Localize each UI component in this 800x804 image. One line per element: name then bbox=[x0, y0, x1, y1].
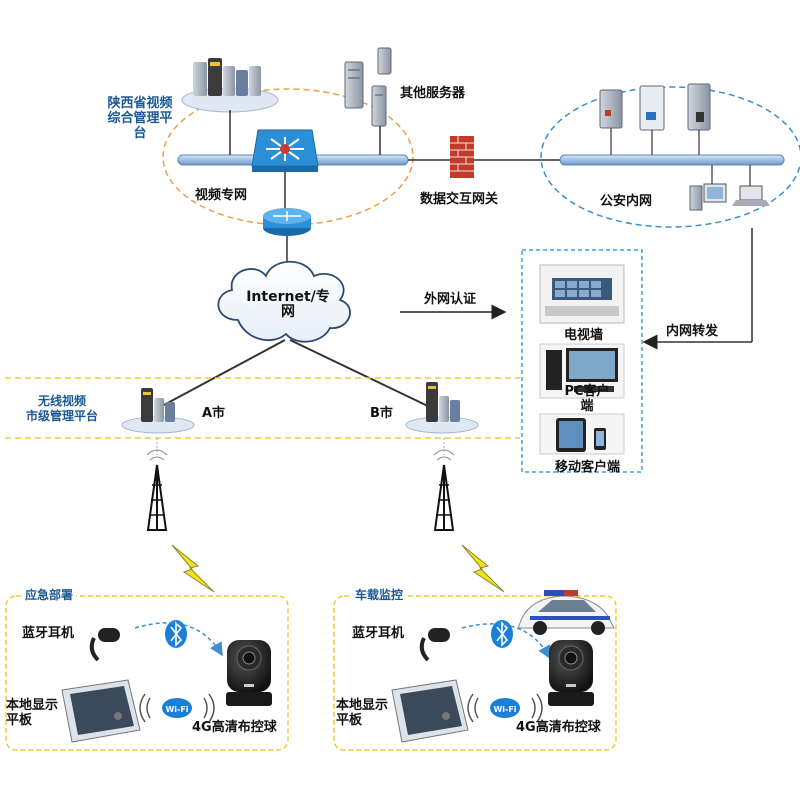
camera-4g-b-label: 4G高清布控球 bbox=[516, 720, 601, 735]
wifi-b-icon: Wi-Fi bbox=[467, 693, 543, 723]
other-servers-label: 其他服务器 bbox=[400, 86, 466, 101]
city-b-servers-icon bbox=[405, 382, 479, 434]
headset-b-icon bbox=[419, 628, 450, 662]
antenna-tower-a-icon bbox=[146, 438, 168, 531]
province-platform-label: 陕西省视频 综合管理平 台 bbox=[107, 96, 173, 141]
mobile-client-label: 移动客户端 bbox=[555, 460, 621, 475]
police-intranet-boundary bbox=[540, 86, 800, 228]
tablet-b-icon bbox=[391, 679, 469, 743]
video-network-label: 视频专网 bbox=[195, 188, 248, 203]
bluetooth-b-icon bbox=[491, 620, 513, 648]
router-icon bbox=[263, 208, 311, 236]
wifi-a-icon: Wi-Fi bbox=[139, 693, 215, 723]
vehicle-label: 车载监控 bbox=[352, 586, 407, 603]
data-gateway-label: 数据交互网关 bbox=[420, 192, 499, 207]
city-a-servers-icon bbox=[121, 388, 195, 434]
other-servers-icon bbox=[344, 47, 392, 127]
svg-text:Wi-Fi: Wi-Fi bbox=[165, 705, 188, 714]
police-intranet-bar bbox=[559, 154, 785, 166]
police-intranet-label: 公安内网 bbox=[600, 194, 653, 209]
local-tablet-b-label: 本地显示 平板 bbox=[336, 698, 389, 728]
lightning-b-icon bbox=[461, 544, 505, 593]
headset-a-icon bbox=[89, 628, 120, 662]
province-platform-servers-icon bbox=[181, 58, 279, 113]
city-b-label: B市 bbox=[370, 406, 393, 421]
client-group-boundary bbox=[521, 249, 643, 473]
bluetooth-a-icon bbox=[165, 620, 187, 648]
pc-client-label: PC客户 端 bbox=[564, 384, 610, 414]
intranet-forward-label: 内网转发 bbox=[666, 324, 719, 339]
bt-headset-b-label: 蓝牙耳机 bbox=[352, 626, 405, 641]
city-a-label: A市 bbox=[202, 406, 226, 421]
internet-label: Internet/专 网 bbox=[246, 289, 330, 320]
intranet-servers-icon bbox=[599, 83, 711, 131]
tablet-a-icon bbox=[61, 679, 141, 743]
dome-camera-b-icon bbox=[548, 640, 594, 706]
video-wall-label: 电视墙 bbox=[564, 328, 604, 343]
extranet-auth-label: 外网认证 bbox=[424, 292, 477, 307]
intranet-pcs-icon bbox=[689, 183, 770, 211]
city-platform-label: 无线视频 市级管理平台 bbox=[25, 394, 98, 423]
mobile-client-icon bbox=[539, 413, 625, 455]
pc-client-icon bbox=[539, 343, 625, 399]
lightning-a-icon bbox=[171, 544, 215, 593]
bt-headset-a-label: 蓝牙耳机 bbox=[22, 626, 75, 641]
svg-text:Wi-Fi: Wi-Fi bbox=[493, 705, 516, 714]
police-car-icon bbox=[517, 590, 615, 635]
emergency-label: 应急部署 bbox=[22, 586, 77, 603]
internet-cloud-icon bbox=[217, 260, 351, 343]
video-wall-icon bbox=[539, 264, 625, 324]
emergency-group-boundary bbox=[5, 595, 289, 751]
vehicle-group-boundary bbox=[333, 595, 617, 751]
core-switch-icon bbox=[251, 129, 319, 172]
firewall-icon bbox=[450, 136, 474, 178]
camera-4g-a-label: 4G高清布控球 bbox=[192, 720, 277, 735]
antenna-tower-b-icon bbox=[433, 438, 455, 531]
local-tablet-a-label: 本地显示 平板 bbox=[6, 698, 59, 728]
dome-camera-a-icon bbox=[226, 640, 272, 706]
